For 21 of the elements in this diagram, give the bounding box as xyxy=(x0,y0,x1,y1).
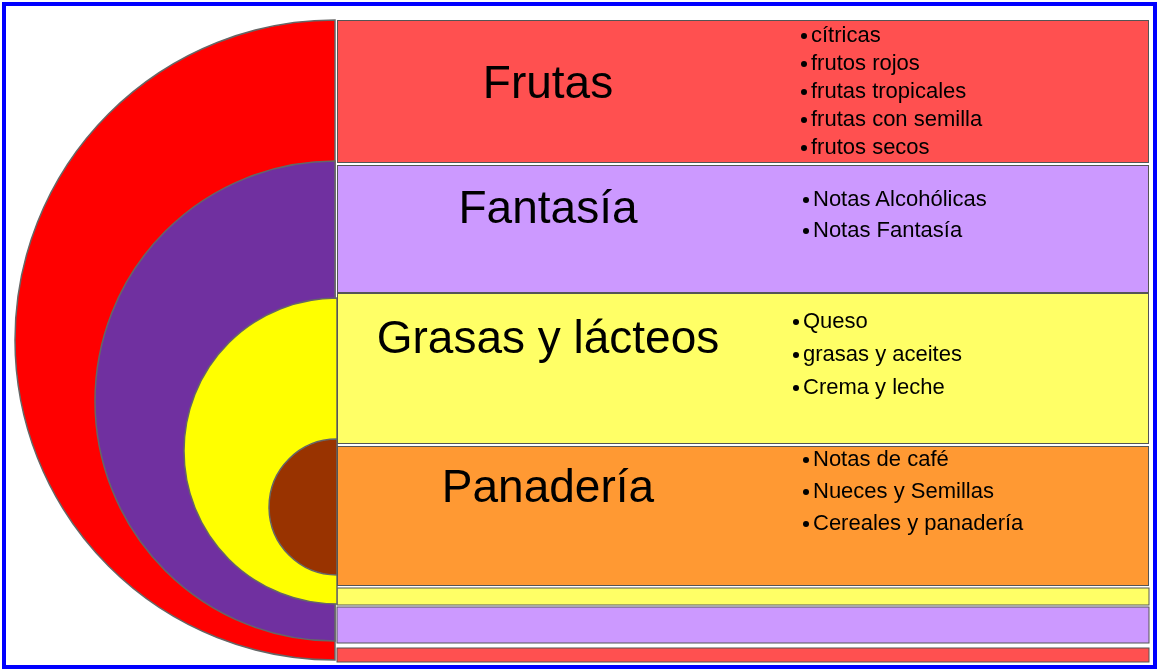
list-item: Cereales y panadería xyxy=(813,509,1024,537)
category-band xyxy=(337,446,1149,586)
list-item: frutas con semilla xyxy=(811,105,983,133)
list-item: Notas Alcohólicas xyxy=(813,184,987,213)
category-title: Panadería xyxy=(440,459,656,515)
list-item: Nueces y Semillas xyxy=(813,477,994,505)
category-title: Frutas xyxy=(481,55,615,111)
list-item: frutos rojos xyxy=(811,49,920,77)
category-title: Fantasía xyxy=(457,180,639,236)
category-band xyxy=(337,165,1149,293)
list-item: cítricas xyxy=(811,21,881,49)
list-item: Notas Fantasía xyxy=(813,215,963,244)
category-title: Grasas y lácteos xyxy=(375,310,721,366)
list-item: Crema y leche xyxy=(803,372,945,401)
list-item: grasas y aceites xyxy=(803,339,962,368)
list-item: Notas de café xyxy=(813,445,949,473)
list-item: Queso xyxy=(803,306,868,335)
list-item: frutos secos xyxy=(811,133,930,161)
category-band xyxy=(337,20,1149,163)
category-band xyxy=(337,293,1149,444)
list-item: frutas tropicales xyxy=(811,77,967,105)
